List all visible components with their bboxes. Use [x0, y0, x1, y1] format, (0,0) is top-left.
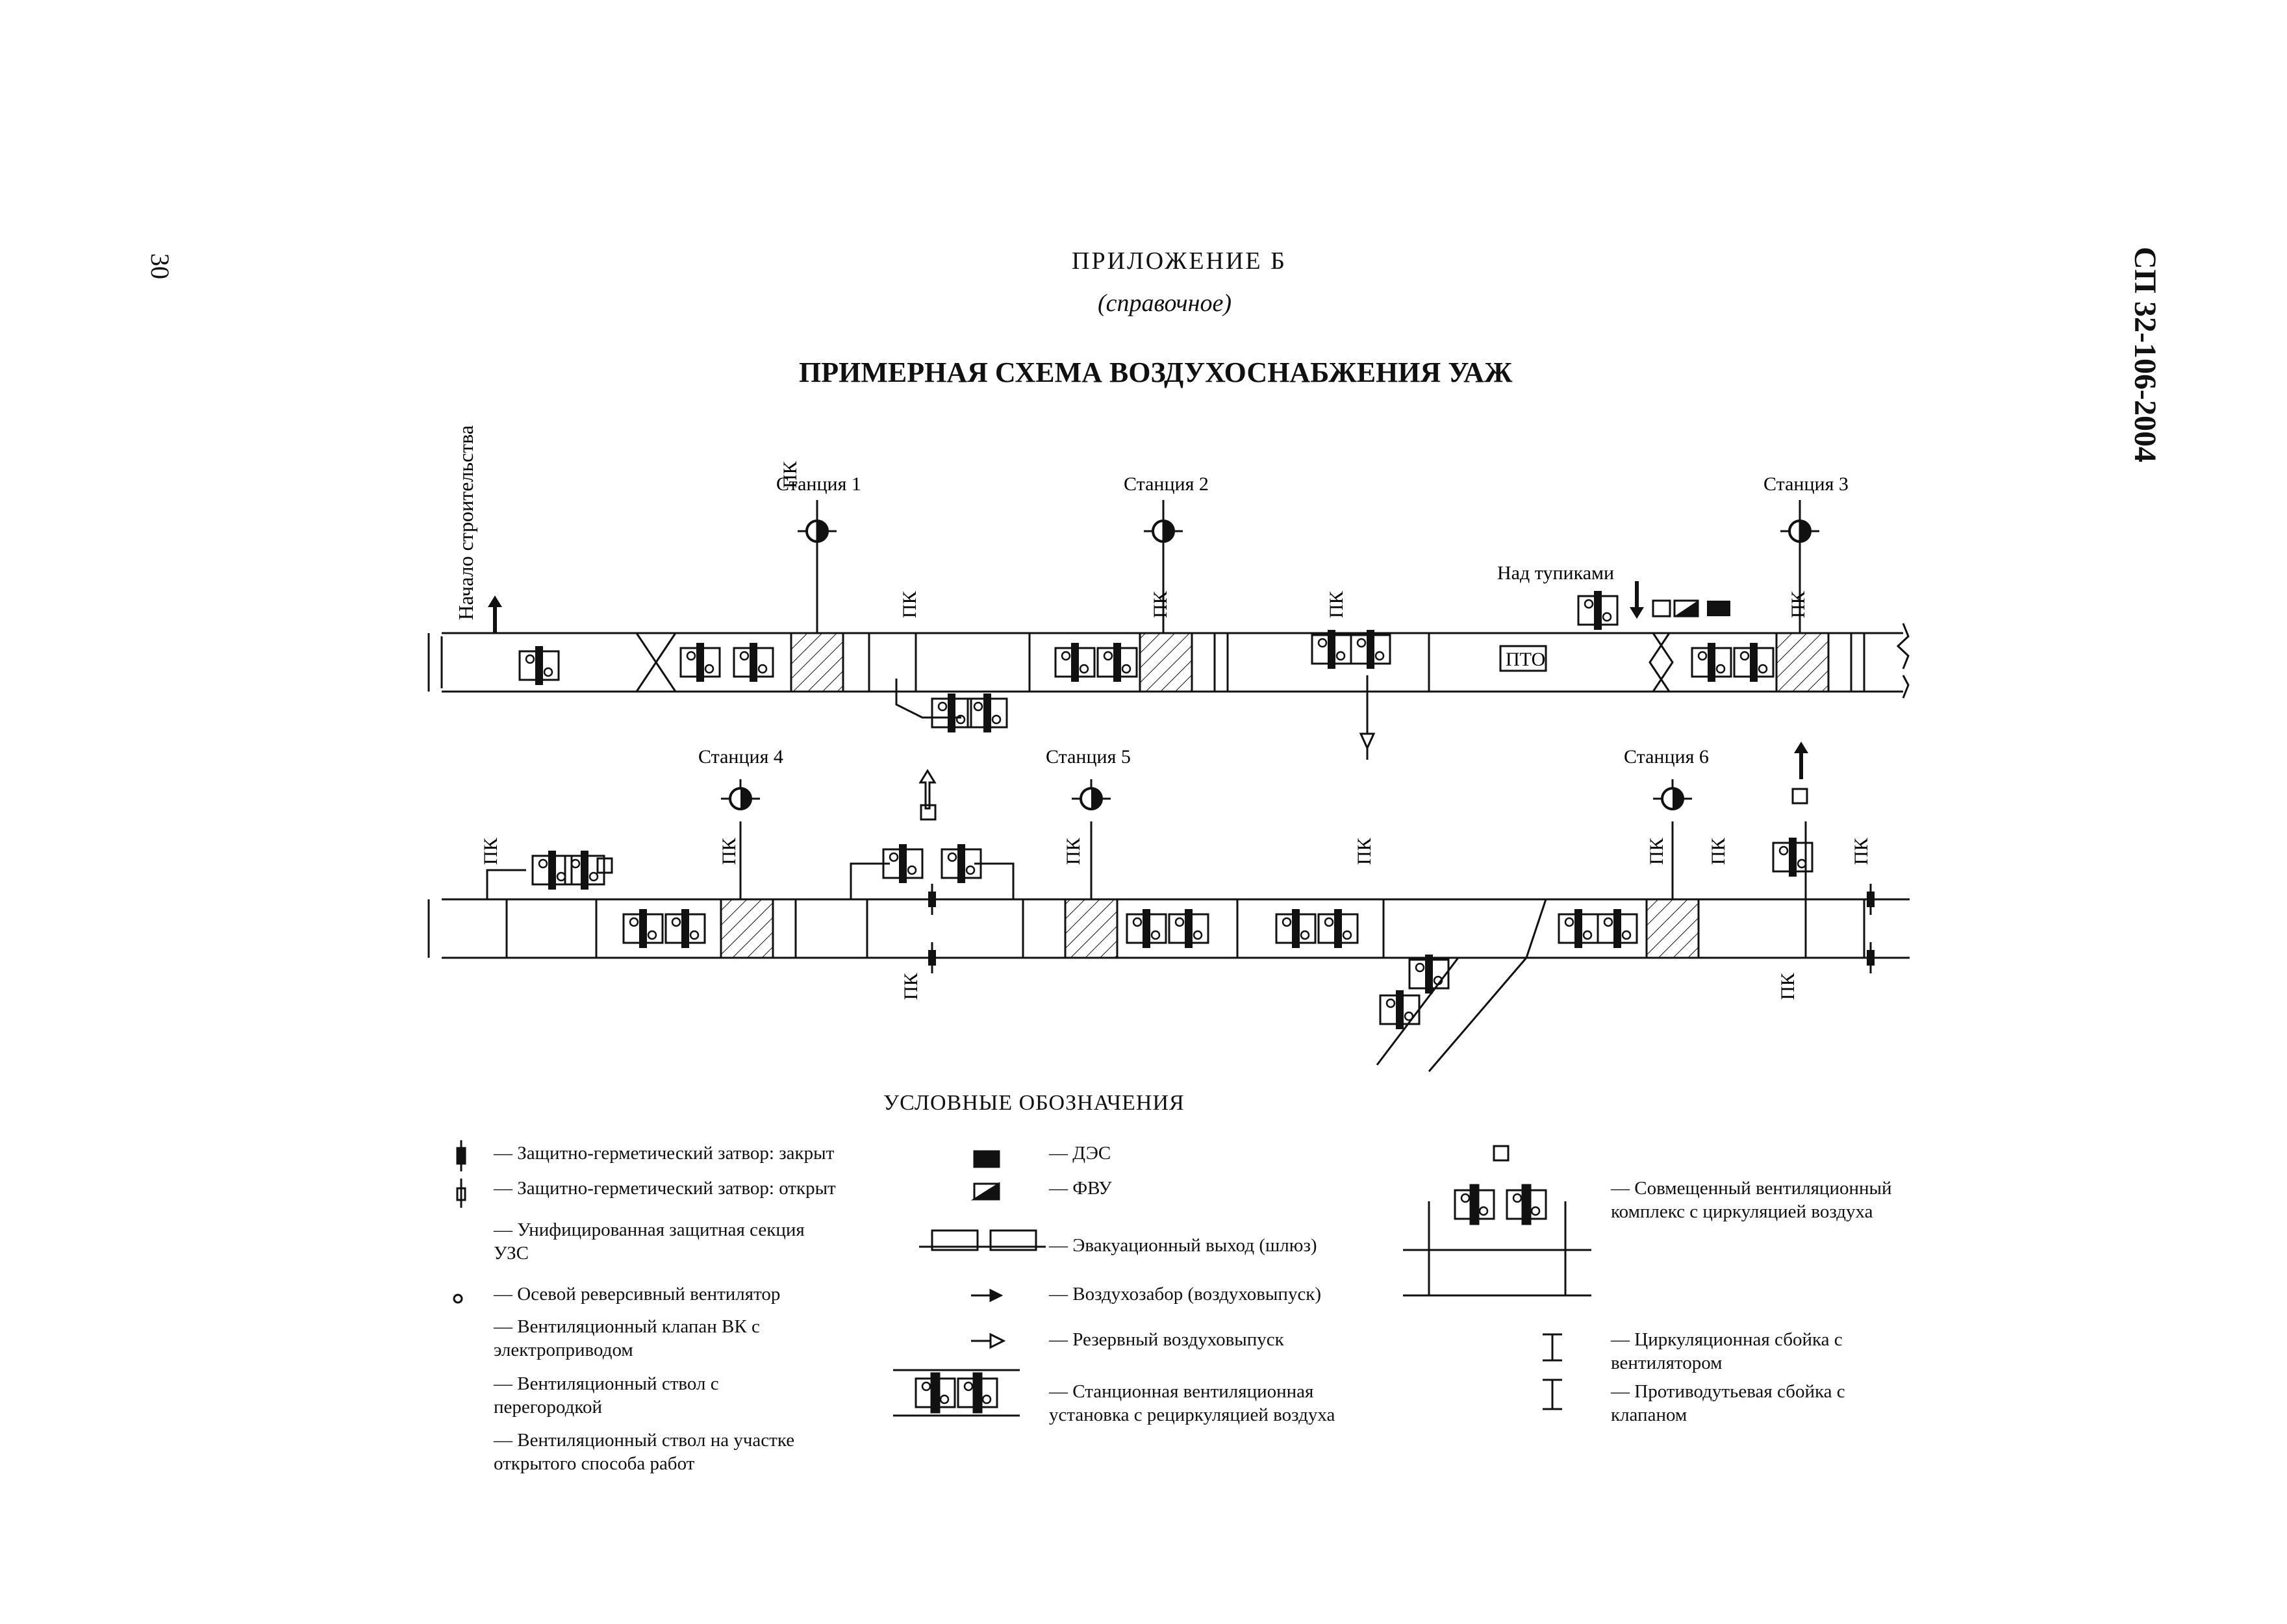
legend-item-axial-fan: — Осевой реверсивный вентилятор	[494, 1284, 781, 1305]
pk-label: ПК	[1063, 837, 1084, 865]
pk-label: ПК	[899, 590, 920, 618]
legend-item-gate-open: — Защитно-герметический затвор: открыт	[494, 1178, 836, 1199]
appendix-note: (справочное)	[1098, 290, 1232, 317]
pk-label: ПК	[1777, 972, 1799, 1000]
pk-label: ПК	[718, 837, 740, 865]
station-3-label: Станция 3	[1763, 473, 1849, 495]
pk-label: ПК	[779, 460, 801, 488]
legend-item-valve: — Вентиляционный клапан ВК с электроприв…	[494, 1316, 760, 1360]
page-title: ПРИМЕРНАЯ СХЕМА ВОЗДУХОСНАБЖЕНИЯ УАЖ	[799, 356, 1513, 388]
legend-item-intake: — Воздухозабор (воздуховыпуск)	[1049, 1284, 1322, 1305]
legend-item-gate-closed: — Защитно-герметический затвор: закрыт	[494, 1143, 835, 1164]
pk-label: ПК	[1326, 590, 1347, 618]
start-label: Начало строительства	[454, 425, 477, 620]
tunnel-row-2	[427, 821, 1910, 1072]
legend-item-anti-draft: — Противодутьевая сбойка с клапаном	[1611, 1381, 1845, 1425]
legend-item-station-unit: — Станционная вентиляционная установка с…	[1049, 1381, 1335, 1425]
station-5-label: Станция 5	[1046, 746, 1131, 768]
pk-label: ПК	[1788, 590, 1809, 618]
pk-label: ПК	[1354, 837, 1375, 865]
station-2-label: Станция 2	[1124, 473, 1209, 495]
legend-item-shaft: — Вентиляционный ствол с перегородкой	[494, 1373, 719, 1418]
pk-label: ПК	[1708, 837, 1729, 865]
legend-item-reserve-outlet: — Резервный воздуховыпуск	[1049, 1329, 1284, 1350]
legend-item-des: — ДЭС	[1049, 1143, 1111, 1164]
tunnel-row-1-equipment	[488, 510, 1821, 760]
pk-label: ПК	[480, 837, 501, 865]
dead-ends-label: Над тупиками	[1497, 562, 1614, 584]
appendix-label: ПРИЛОЖЕНИЕ Б	[1072, 247, 1287, 275]
pk-label: ПК	[1150, 590, 1171, 618]
legend-item-evac: — Эвакуационный выход (шлюз)	[1049, 1235, 1317, 1256]
tunnel-row-2-equipment	[531, 742, 1876, 1031]
pk-label: ПК	[1851, 837, 1872, 865]
legend-symbols	[453, 1139, 1591, 1417]
legend-item-fvu: — ФВУ	[1049, 1178, 1112, 1199]
pk-label: ПК	[1646, 837, 1667, 865]
legend-item-complex: — Совмещенный вентиляционный комплекс с …	[1611, 1178, 1892, 1222]
legend-title: УСЛОВНЫЕ ОБОЗНАЧЕНИЯ	[883, 1091, 1185, 1115]
legend-item-circ-bypass: — Циркуляционная сбойка с вентилятором	[1611, 1329, 1843, 1373]
pto-label: ПТО	[1506, 649, 1545, 670]
station-1-label: Станция 1	[776, 473, 861, 495]
tunnel-row-1	[427, 500, 1910, 699]
legend-item-uzs: — Унифицированная защитная секция УЗС	[494, 1219, 805, 1264]
pk-label: ПК	[900, 972, 922, 1000]
station-6-label: Станция 6	[1624, 746, 1709, 768]
legend-item-shaft-open: — Вентиляционный ствол на участке открыт…	[494, 1430, 795, 1474]
station-4-label: Станция 4	[698, 746, 783, 768]
